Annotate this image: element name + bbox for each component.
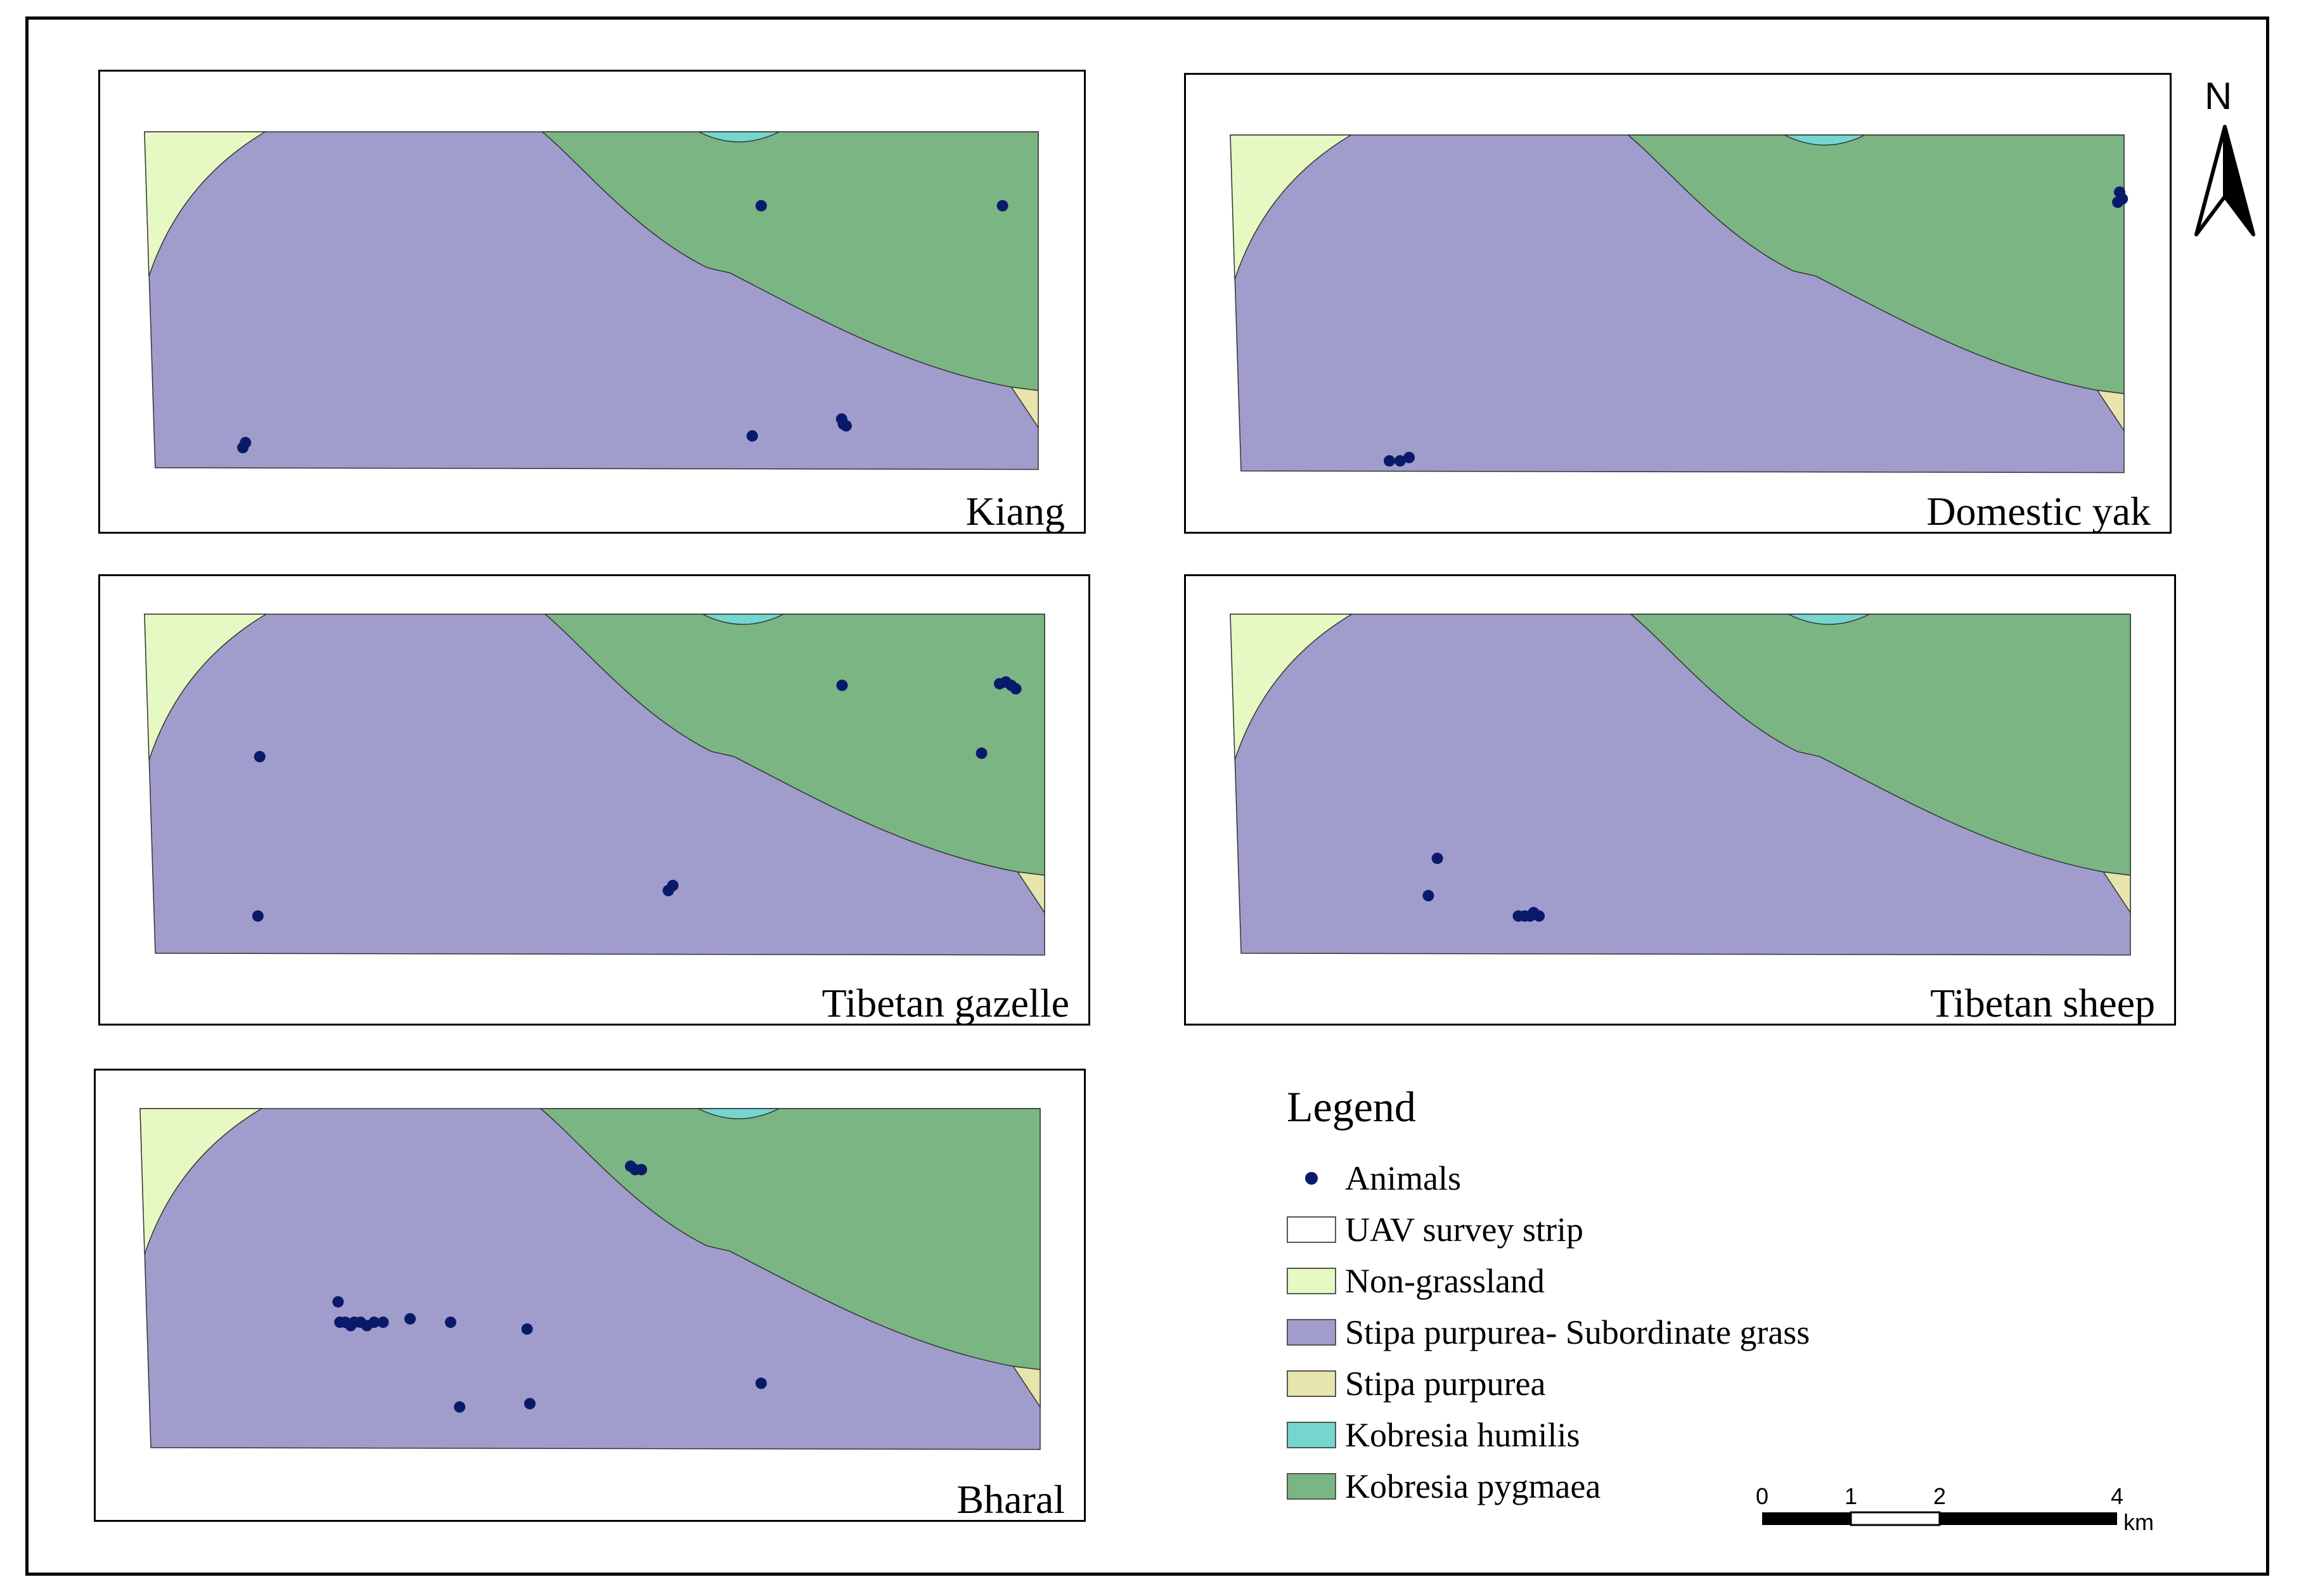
region-non-grassland — [1230, 134, 1353, 280]
panel-label-kiang: Kiang — [965, 489, 1065, 534]
legend-swatch-stipa-subordinate — [1287, 1318, 1336, 1346]
region-non-grassland — [1230, 614, 1354, 761]
legend-swatch-uav-strip — [1287, 1216, 1336, 1243]
region-kobresia-pygmaea — [1626, 134, 2125, 394]
animal-dot-icon — [1287, 1165, 1336, 1192]
map-svg-domestic-yak — [1230, 134, 2128, 473]
legend-swatch-kobresia-pygmaea — [1287, 1472, 1336, 1500]
legend-label: Non-grassland — [1345, 1261, 1545, 1300]
scale-tick-1: 1 — [1845, 1483, 1857, 1509]
panel-label-bharal: Bharal — [956, 1477, 1065, 1522]
scale-unit: km — [2123, 1509, 2154, 1535]
region-kobresia-pygmaea — [543, 614, 1045, 876]
map-panel-tibetan-sheep: Tibetan sheep — [1184, 574, 2176, 1026]
region-kobresia-pygmaea — [541, 131, 1039, 391]
scale-tick-4: 4 — [2111, 1483, 2123, 1509]
region-stipa-purpurea — [1012, 1365, 1041, 1409]
animal-point — [454, 1401, 466, 1413]
legend-swatch-stipa-purpurea — [1287, 1370, 1336, 1397]
animal-point — [1394, 455, 1406, 467]
panel-label-domestic-yak: Domestic yak — [1926, 489, 2151, 534]
animal-point — [240, 437, 252, 449]
animal-point — [667, 880, 679, 891]
north-label: N — [2205, 75, 2232, 117]
legend-label: Animals — [1345, 1159, 1461, 1197]
region-kobresia-humilis — [1788, 614, 1870, 625]
animal-point — [976, 747, 988, 759]
region-non-grassland — [139, 1108, 264, 1255]
animal-point — [1422, 890, 1434, 901]
legend-title: Legend — [1287, 1083, 1416, 1131]
animal-point — [746, 430, 758, 442]
scale-tick-2: 2 — [1933, 1483, 1946, 1509]
animal-point — [1431, 853, 1443, 865]
region-kobresia-humilis — [1784, 134, 1865, 146]
legend-label: Kobresia pygmaea — [1345, 1467, 1601, 1505]
animal-point — [404, 1313, 416, 1325]
map-svg-tibetan-sheep — [1230, 614, 2131, 956]
legend-item-kobresia-humilis: Kobresia humilis — [1287, 1409, 1810, 1460]
animal-point — [377, 1316, 389, 1329]
panel-label-tibetan-gazelle: Tibetan gazelle — [821, 981, 1069, 1026]
scale-tick-0: 0 — [1756, 1483, 1768, 1509]
region-stipa-purpurea — [1016, 871, 1045, 915]
region-stipa-purpurea — [1010, 386, 1039, 429]
animal-point — [635, 1164, 647, 1176]
animal-point — [755, 200, 767, 212]
animal-point — [521, 1323, 533, 1335]
legend-item-stipa-purpurea: Stipa purpurea — [1287, 1358, 1810, 1409]
animal-point — [996, 200, 1008, 212]
legend-item-stipa-subordinate: Stipa purpurea- Subordinate grass — [1287, 1306, 1810, 1358]
animal-point — [524, 1398, 536, 1410]
legend-item-non-grassland: Non-grassland — [1287, 1255, 1810, 1306]
legend-swatch-kobresia-humilis — [1287, 1421, 1336, 1448]
animal-point — [332, 1296, 344, 1308]
animal-point — [1403, 451, 1415, 463]
legend-label: UAV survey strip — [1345, 1210, 1584, 1249]
scale-bar: 0 1 2 4 km — [1756, 1483, 2154, 1535]
region-non-grassland — [144, 614, 268, 761]
legend-label: Stipa purpurea — [1345, 1364, 1546, 1403]
map-panel-domestic-yak: Domestic yak — [1184, 73, 2172, 534]
region-kobresia-humilis — [698, 131, 780, 143]
animal-point — [444, 1316, 456, 1329]
panel-label-tibetan-sheep: Tibetan sheep — [1930, 981, 2155, 1026]
animal-point — [836, 679, 848, 692]
map-svg-kiang — [144, 131, 1039, 470]
region-non-grassland — [144, 131, 267, 277]
map-panel-bharal: Bharal — [94, 1069, 1086, 1522]
animal-point — [755, 1377, 767, 1389]
animal-point — [840, 420, 852, 432]
animal-point — [1533, 910, 1545, 922]
animal-point — [368, 1316, 380, 1329]
animal-point — [1010, 683, 1022, 695]
region-kobresia-pygmaea — [539, 1108, 1041, 1370]
region-kobresia-humilis — [698, 1108, 780, 1119]
animal-point — [1384, 455, 1395, 467]
legend-label: Kobresia humilis — [1345, 1415, 1580, 1454]
region-stipa-purpurea — [2096, 389, 2125, 432]
region-kobresia-pygmaea — [1629, 614, 2131, 876]
map-panel-kiang: Kiang — [98, 70, 1086, 534]
legend-item-kobresia-pygmaea: Kobresia pygmaea — [1287, 1460, 1810, 1512]
legend-item-uav-strip: UAV survey strip — [1287, 1204, 1810, 1255]
region-stipa-purpurea — [2102, 871, 2131, 915]
legend-label: Stipa purpurea- Subordinate grass — [1345, 1313, 1810, 1351]
map-svg-tibetan-gazelle — [144, 614, 1045, 956]
map-svg-bharal — [139, 1108, 1041, 1450]
north-arrow-icon — [2194, 125, 2255, 236]
region-kobresia-humilis — [702, 614, 784, 625]
animal-point — [2112, 196, 2124, 208]
animal-point — [252, 910, 264, 922]
map-panel-tibetan-gazelle: Tibetan gazelle — [98, 574, 1090, 1026]
legend-item-animals: Animals — [1287, 1152, 1810, 1204]
animal-point — [254, 750, 266, 763]
legend: Legend Animals UAV survey strip Non-gras… — [1287, 1085, 1810, 1512]
map-frame — [25, 16, 2269, 1576]
legend-swatch-non-grassland — [1287, 1267, 1336, 1294]
